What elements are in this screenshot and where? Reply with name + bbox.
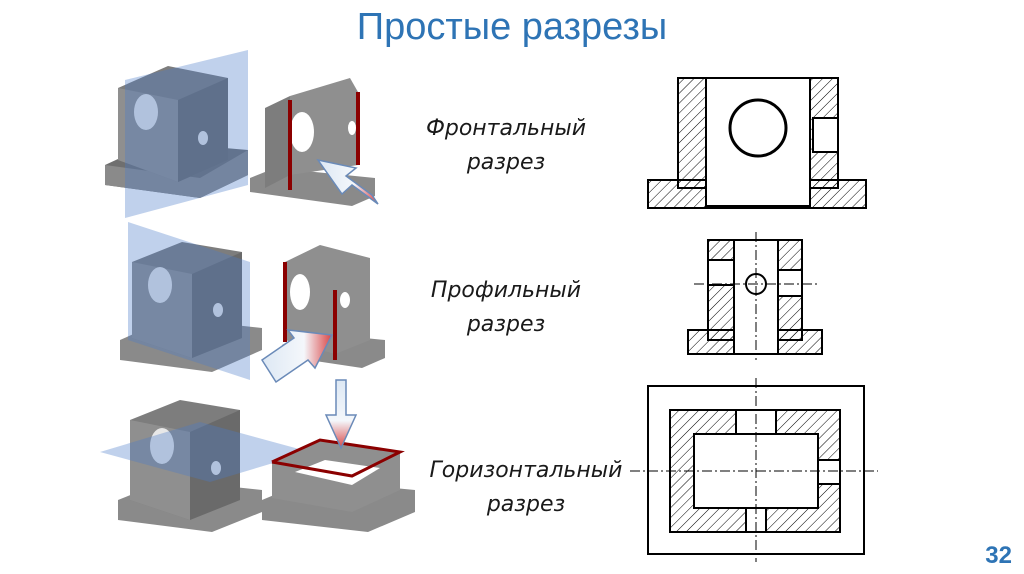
profile-cutting-plane [128,222,250,380]
frontal-section-drawing [647,77,867,209]
profile-section-label-line1: Профильный [430,278,582,303]
profile-section-drawing [687,232,823,360]
horizontal-model-whole [118,400,262,532]
slide-number: 32 [985,542,1012,569]
horizontal-model-cut [262,379,415,532]
horizontal-cutting-plane [100,422,310,482]
frontal-section-label-line1: Фронтальный [425,116,587,141]
horizontal-section-label: Горизонтальный разрез [406,454,646,522]
profile-section-label-line2: разрез [466,312,546,337]
frontal-view-arrow [316,158,379,205]
horizontal-section-label-line2: разрез [486,492,566,517]
frontal-section-label: Фронтальный разрез [396,112,616,180]
frontal-section-label-line2: разрез [466,150,546,175]
profile-model-whole [120,242,262,372]
horizontal-section-drawing [630,378,878,562]
frontal-model-cut [250,78,379,206]
frontal-cutting-plane [125,50,248,218]
frontal-model-whole [105,66,248,198]
profile-model-cut [260,245,385,384]
horizontal-section-label-line1: Горизонтальный [429,458,623,483]
profile-section-label: Профильный разрез [396,274,616,342]
profile-view-arrow [260,329,334,384]
slide-title: Простые разрезы [356,6,668,48]
horizontal-view-arrow [324,379,358,450]
